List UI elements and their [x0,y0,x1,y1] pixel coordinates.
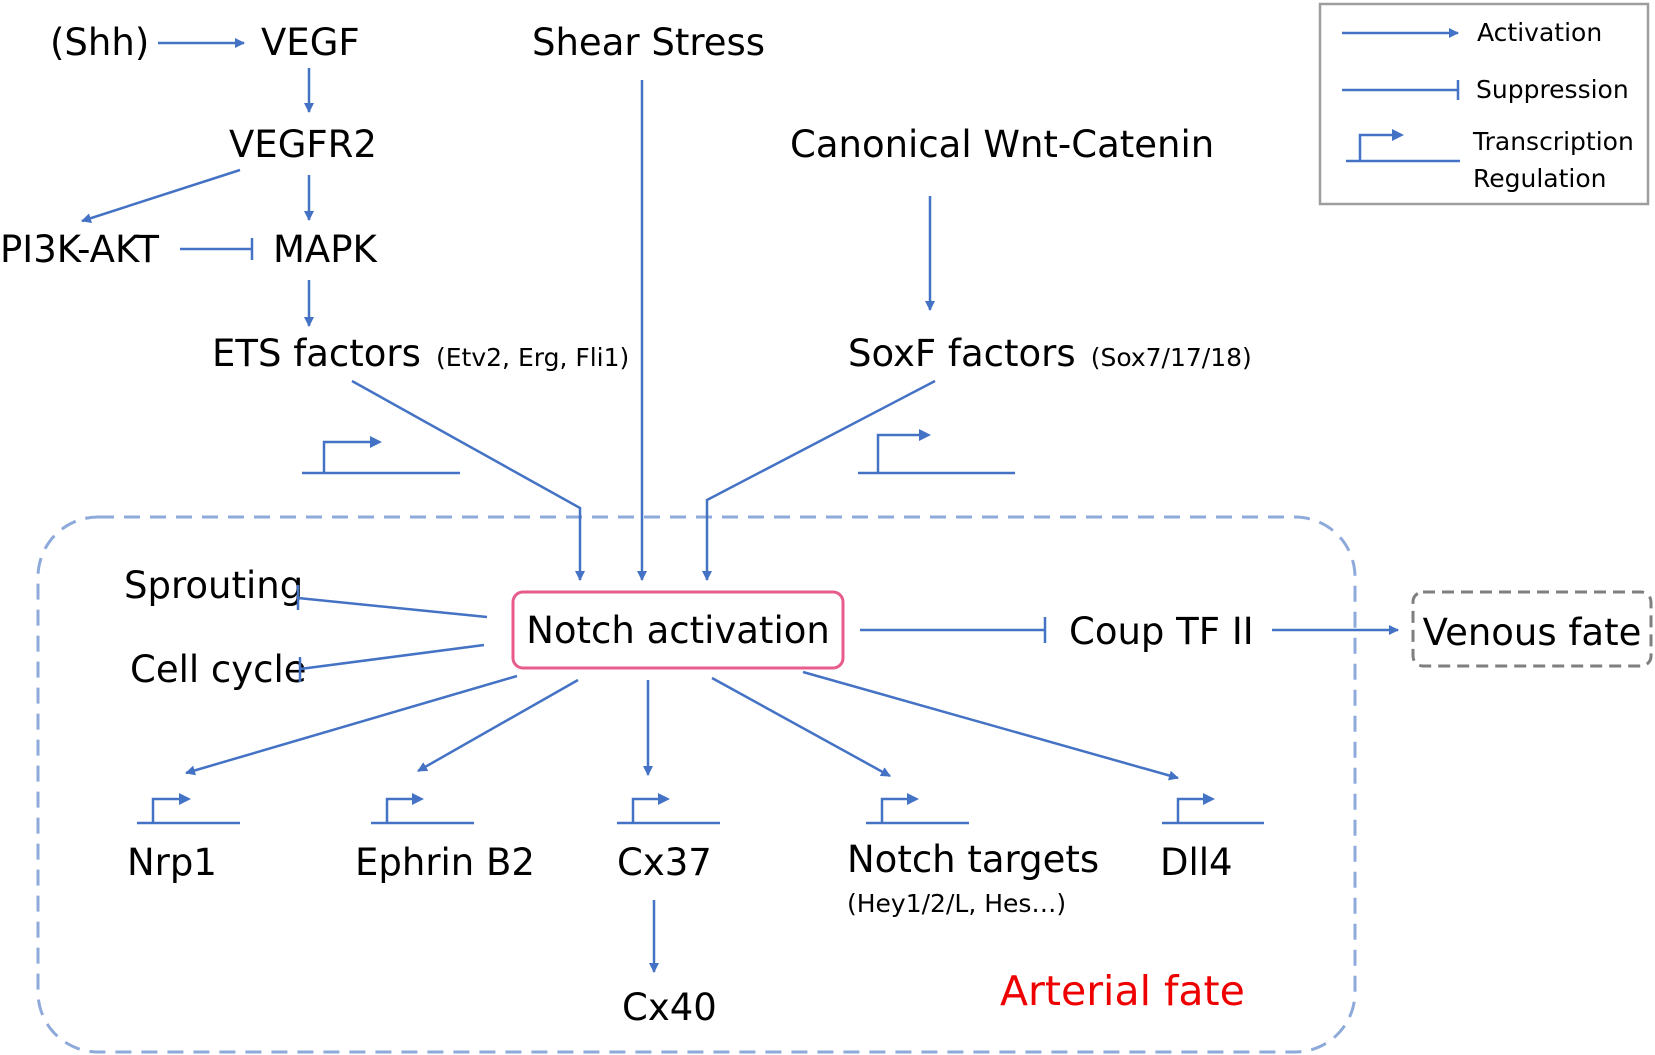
edge-notch-sprouting [297,596,488,619]
node-notch-targets-detail: (Hey1/2/L, Hes…) [847,889,1066,918]
promoter-icon-cx37 [617,793,720,825]
promoter-icon-nrp1 [137,793,240,825]
node-coup-tf-ii: Coup TF II [1069,610,1254,653]
promoter-icon-ephrin [371,793,474,825]
node-nrp1: Nrp1 [127,841,217,884]
legend-transcription-arrowtip [1392,129,1404,141]
venous-fate-box [1411,590,1653,668]
edge-notch-dll4 [802,670,1179,781]
node-cx40: Cx40 [622,986,717,1029]
legend: Activation Suppression Transcription Reg… [1318,2,1650,206]
edge-notch-ephrin [417,678,579,773]
edge-ets-notch [351,379,585,581]
node-soxf: SoxF factors (Sox7/17/18) [848,332,1252,375]
edge-notch-nrp1 [185,674,518,776]
arterial-fate-region [36,515,1357,1054]
promoter-icon-ets [302,436,460,475]
node-shh: (Shh) [50,21,149,64]
node-shear-stress: Shear Stress [532,21,765,64]
node-sprouting: Sprouting [124,564,303,607]
legend-transcription-icon [1346,133,1460,163]
node-notch-targets: Notch targets [847,838,1099,881]
node-vegf: VEGF [261,21,360,64]
legend-box [1318,2,1650,206]
node-venous-fate: Venous fate [1423,611,1642,654]
promoter-icon-dll4 [1162,793,1264,825]
promoter-icon-notch-targets [866,793,969,825]
node-mapk: MAPK [273,228,379,271]
node-wnt-catenin: Canonical Wnt-Catenin [790,123,1214,166]
notch-activation-box [511,590,845,670]
arterial-fate-label: Arterial fate [1000,967,1245,1015]
edge-notch-cellcycle [299,643,485,671]
node-notch-activation: Notch activation [526,609,830,652]
node-vegfr2: VEGFR2 [229,123,377,166]
edge-soxf-notch [702,379,936,581]
legend-activation-label: Activation [1477,18,1602,47]
edge-vegfr2-pi3k [81,168,241,223]
node-pi3k-akt: PI3K-AKT [0,228,159,271]
legend-transcription-label-2: Regulation [1473,164,1607,193]
node-dll4: Dll4 [1160,841,1233,884]
promoter-icon-soxf [858,429,1015,475]
node-cx37: Cx37 [617,841,712,884]
node-ets: ETS factors (Etv2, Erg, Fli1) [212,332,629,375]
node-cell-cycle: Cell cycle [130,648,307,691]
edge-notch-targets [711,676,891,778]
legend-suppression-label: Suppression [1476,75,1629,104]
node-ephrin-b2: Ephrin B2 [355,841,535,884]
legend-transcription-label-1: Transcription [1472,127,1634,156]
